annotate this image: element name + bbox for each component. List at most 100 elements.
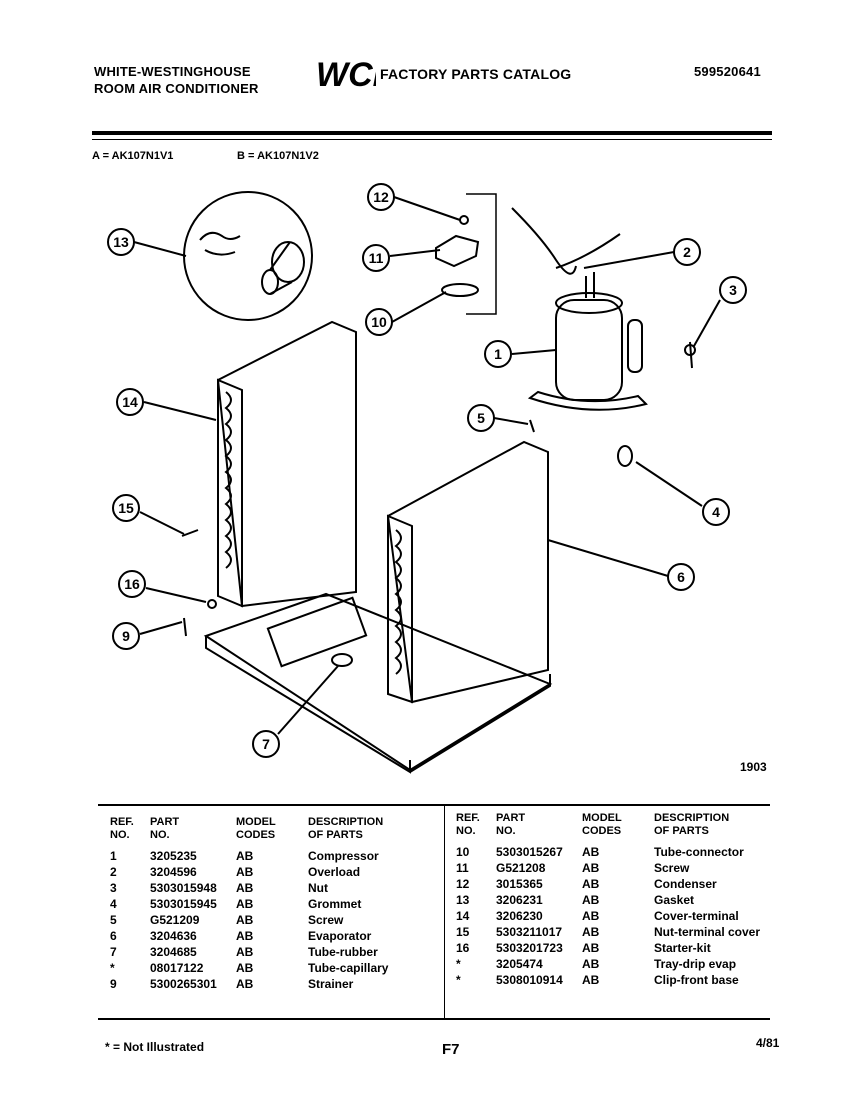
- gasket: [441, 283, 479, 297]
- catalog-date: 4/81: [756, 1036, 780, 1050]
- ref-no-cell: *: [456, 957, 461, 971]
- callout-16: [107, 228, 135, 256]
- callout-6: [667, 563, 695, 591]
- inset-circle: [183, 191, 313, 321]
- ref-no-cell: 16: [456, 941, 470, 955]
- model-code-cell: AB: [236, 897, 254, 911]
- table-bottom-rule: [98, 1018, 770, 1020]
- part-no-cell: 08017122: [150, 961, 204, 975]
- description-cell: Cover-terminal: [654, 909, 739, 923]
- table-divider: [444, 806, 445, 1018]
- callout-label-12: 14: [122, 394, 138, 410]
- description-cell: Clip-front base: [654, 973, 739, 987]
- callout-label-6: 6: [677, 569, 685, 585]
- part-no-cell: 5300265301: [150, 977, 217, 991]
- callout-14: [362, 244, 390, 272]
- model-code-cell: AB: [236, 961, 254, 975]
- part-no-cell: 3204636: [150, 929, 197, 943]
- model-code-cell: AB: [582, 909, 600, 923]
- callout-label-10: 16: [124, 576, 140, 592]
- model-code-cell: AB: [236, 913, 254, 927]
- compressor: [555, 299, 623, 401]
- terminal-cover: [435, 234, 480, 268]
- callout-4: [702, 498, 730, 526]
- callout-label-9: 9: [122, 628, 130, 644]
- callout-label-5: 5: [477, 410, 485, 426]
- description-cell: Nut: [308, 881, 328, 895]
- callout-12: [116, 388, 144, 416]
- model-code-cell: AB: [582, 893, 600, 907]
- ref-no-cell: 2: [110, 865, 117, 879]
- ref-no-cell: 15: [456, 925, 470, 939]
- starter-capacitor: [271, 241, 305, 283]
- model-code-cell: AB: [582, 861, 600, 875]
- description-cell: Starter-kit: [654, 941, 711, 955]
- catalog-title: FACTORY PARTS CATALOG: [380, 66, 572, 82]
- part-no-cell: 3205235: [150, 849, 197, 863]
- part-no-cell: 5303015945: [150, 897, 217, 911]
- ref-no-cell: *: [110, 961, 115, 975]
- parts-diagram: 12 11 10 13 2 3 1 5 4 6 14 15 16 9 7: [107, 183, 747, 774]
- grommet: [617, 445, 633, 467]
- model-code-cell: AB: [582, 925, 600, 939]
- table-row: 16 5303201723 AB Starter-kit: [456, 940, 772, 956]
- model-code-cell: AB: [582, 941, 600, 955]
- callout-3: [719, 276, 747, 304]
- callout-7: [252, 730, 280, 758]
- table-top-rule: [98, 804, 770, 806]
- callout-13: [365, 308, 393, 336]
- callout-label-11: 15: [118, 500, 134, 516]
- description-cell: Tube-capillary: [308, 961, 389, 975]
- callout-label-15: 12: [373, 189, 389, 205]
- ref-no-cell: 10: [456, 845, 470, 859]
- callout-1: [484, 340, 512, 368]
- callout-label-14: 11: [369, 250, 384, 266]
- part-no-cell: 5303015267: [496, 845, 563, 859]
- callout-label-3: 3: [729, 282, 737, 298]
- callout-11: [112, 494, 140, 522]
- condenser: [216, 320, 357, 608]
- model-code-cell: AB: [582, 957, 600, 971]
- ref-no-cell: 9: [110, 977, 117, 991]
- brand-line-1: WHITE-WESTINGHOUSE: [94, 64, 251, 79]
- description-cell: Tray-drip evap: [654, 957, 737, 971]
- model-code-cell: AB: [236, 881, 254, 895]
- diagram-ref-code: 1903: [740, 760, 767, 774]
- part-no-cell: 5303201723: [496, 941, 563, 955]
- drip-tray: [266, 596, 368, 668]
- description-cell: Screw: [654, 861, 690, 875]
- header-rule-thick: [92, 131, 772, 135]
- callout-2: [673, 238, 701, 266]
- model-code-cell: AB: [236, 849, 254, 863]
- model-code-cell: AB: [236, 977, 254, 991]
- part-no-cell: 5303015948: [150, 881, 217, 895]
- part-no-cell: 5308010914: [496, 973, 563, 987]
- part-no-cell: 3205474: [496, 957, 543, 971]
- terminal-nut: [459, 215, 469, 225]
- model-b: B = AK107N1V2: [237, 150, 319, 162]
- description-cell: Screw: [308, 913, 344, 927]
- model-code-cell: AB: [236, 929, 254, 943]
- callout-label-1: 1: [494, 346, 502, 362]
- evaporator: [386, 440, 549, 704]
- part-no-cell: 3204685: [150, 945, 197, 959]
- part-no-cell: 5303211017: [496, 925, 563, 939]
